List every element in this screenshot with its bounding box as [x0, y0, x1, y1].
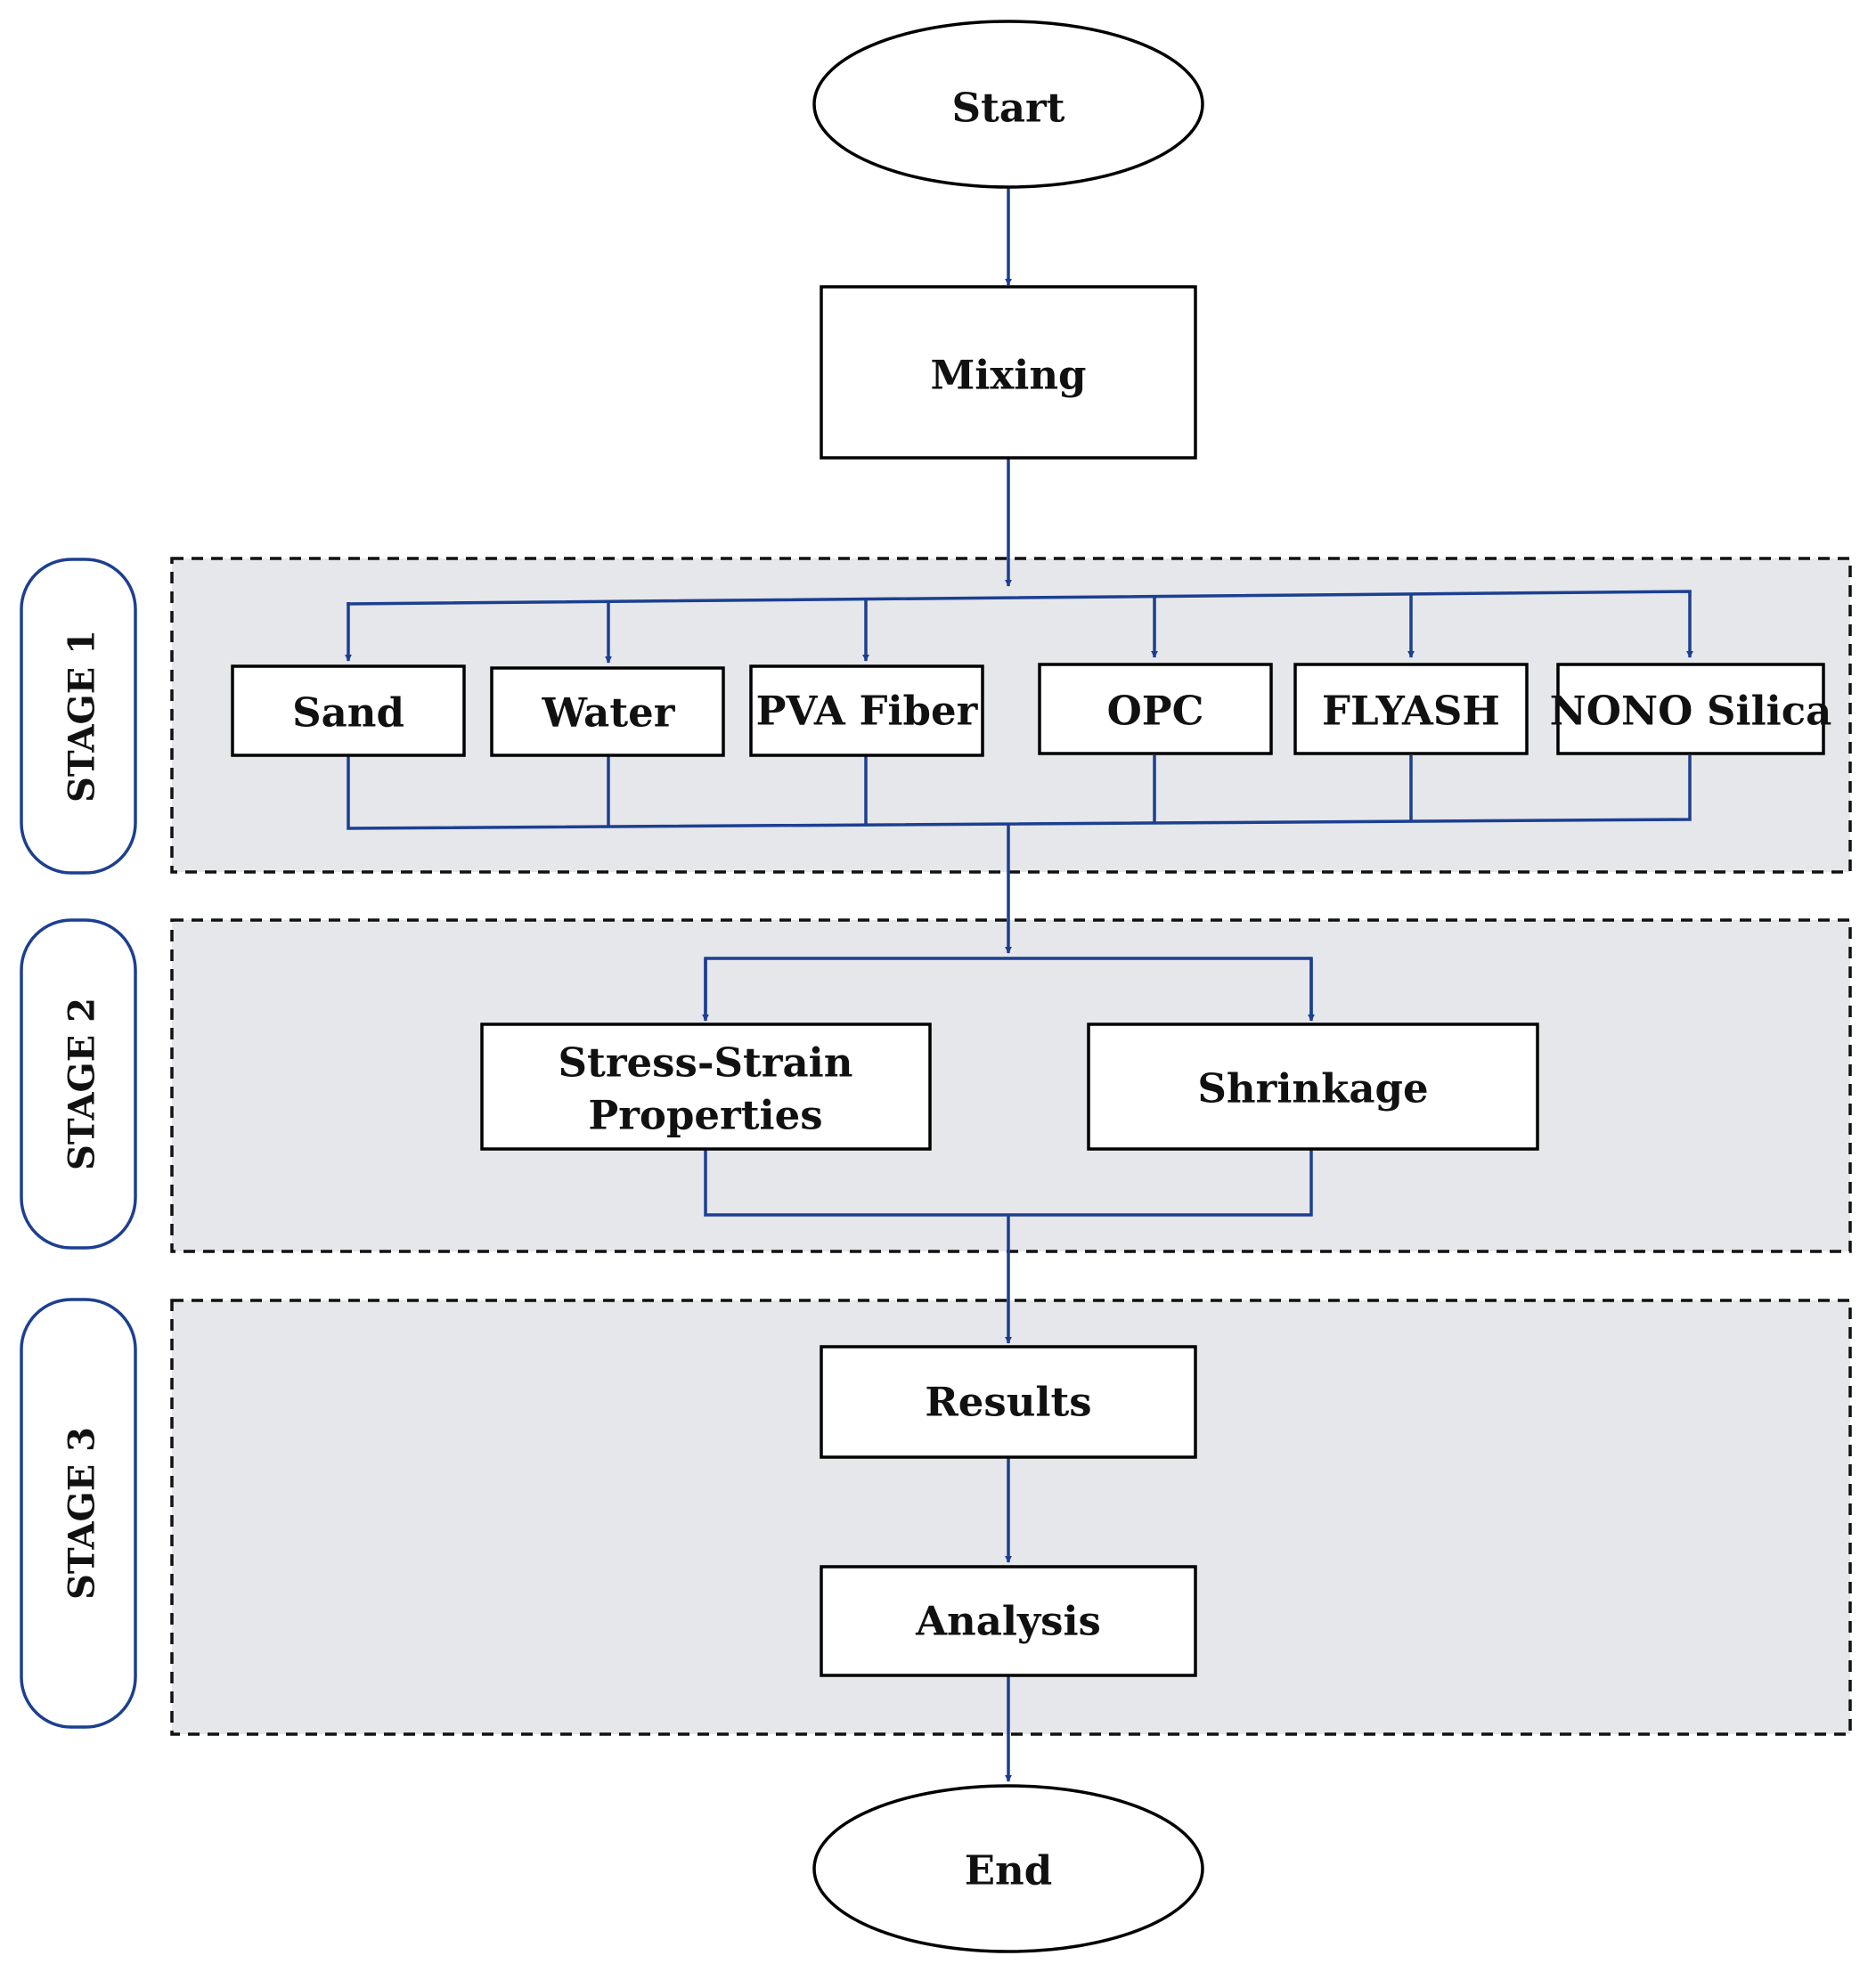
material-flyash-label: FLYASH [1322, 688, 1500, 735]
results-node: Results [820, 1345, 1197, 1459]
material-water-label: Water [542, 689, 676, 737]
material-opc-label: OPC [1107, 688, 1204, 735]
stage-2-area [170, 918, 1852, 1253]
mixing-node: Mixing [820, 285, 1197, 460]
material-water: Water [490, 666, 725, 757]
end-label: End [965, 1847, 1052, 1894]
stage-2-label: STAGE 2 [20, 918, 137, 1250]
test-shrinkage: Shrinkage [1087, 1023, 1539, 1151]
material-sand-label: Sand [292, 689, 404, 737]
results-label: Results [925, 1379, 1091, 1426]
material-pva-fiber: PVA Fiber [749, 664, 984, 757]
start-label: Start [952, 85, 1065, 132]
stage-3-label: STAGE 3 [20, 1298, 137, 1729]
start-node: Start [812, 20, 1204, 189]
test-stress-strain-line-2: Properties [588, 1092, 822, 1139]
stage-1-label-text: STAGE 1 [61, 630, 103, 803]
test-stress-strain-line-1: Stress-Strain [559, 1039, 853, 1087]
material-sand: Sand [231, 664, 466, 757]
analysis-label: Analysis [915, 1598, 1101, 1645]
stage-2-label-text: STAGE 2 [61, 998, 103, 1170]
material-nono-silica-label: NONO Silica [1550, 688, 1832, 735]
material-nono-silica: NONO Silica [1550, 663, 1832, 755]
stage-1-label: STAGE 1 [20, 558, 137, 875]
test-shrinkage-label: Shrinkage [1197, 1065, 1428, 1112]
material-pva-fiber-label: PVA Fiber [756, 688, 979, 735]
materials-collection-bus [347, 755, 1692, 830]
mixing-label: Mixing [930, 352, 1086, 399]
test-stress-strain: Stress-Strain Properties [480, 1023, 932, 1151]
end-node: End [812, 1784, 1204, 1953]
stage-3-label-text: STAGE 3 [61, 1427, 103, 1600]
material-flyash: FLYASH [1293, 663, 1529, 755]
connectors [345, 187, 1693, 1782]
analysis-node: Analysis [820, 1565, 1197, 1677]
material-opc: OPC [1038, 663, 1273, 755]
